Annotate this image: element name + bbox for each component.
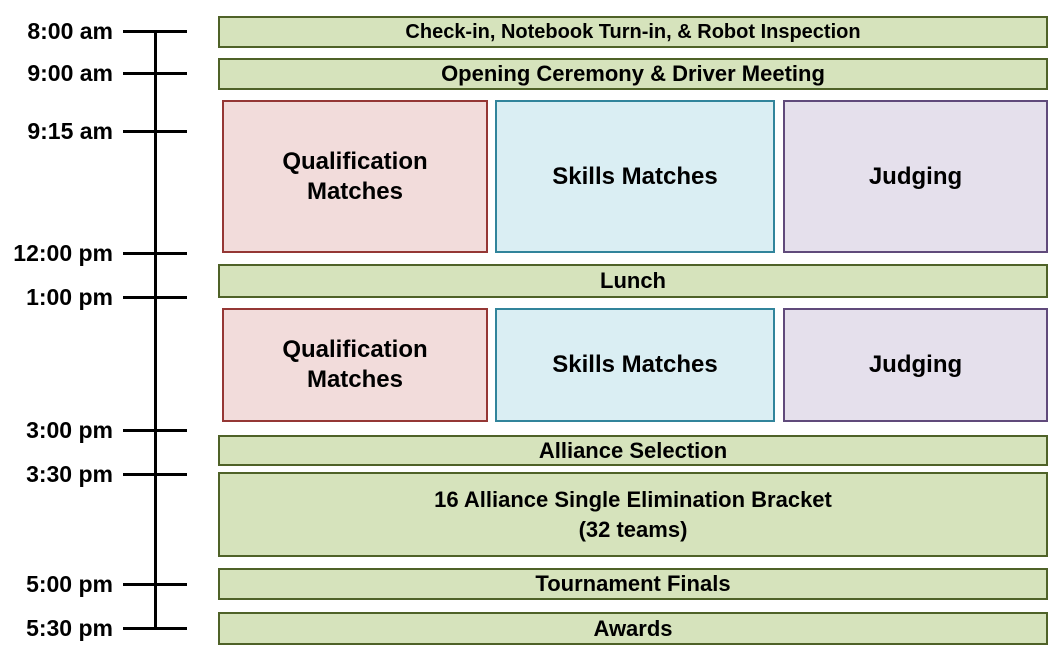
time-label-5-00-pm: 5:00 pm: [26, 571, 113, 597]
time-label-9-15-am: 9:15 am: [27, 118, 113, 144]
time-label-12-00-pm: 12:00 pm: [13, 240, 113, 266]
timeline-tick: [123, 130, 187, 133]
block-alliance-selection: Alliance Selection: [218, 435, 1048, 466]
time-label-3-00-pm: 3:00 pm: [26, 417, 113, 443]
timeline-tick: [123, 429, 187, 432]
block-afternoon-qualification-matches: Qualification Matches: [222, 308, 488, 422]
bracket-line2: (32 teams): [578, 516, 688, 542]
time-label-8-00-am: 8:00 am: [27, 18, 113, 44]
block-morning-judging: Judging: [783, 100, 1048, 253]
block-afternoon-skills-matches: Skills Matches: [495, 308, 775, 422]
timeline-tick: [123, 72, 187, 75]
block-checkin: Check-in, Notebook Turn-in, & Robot Insp…: [218, 16, 1048, 48]
block-morning-skills-matches: Skills Matches: [495, 100, 775, 253]
timeline-tick: [123, 583, 187, 586]
block-label: Qualification Matches: [282, 336, 428, 393]
time-label-5-30-pm: 5:30 pm: [26, 615, 113, 641]
bracket-text: 16 Alliance Single Elimination Bracket (…: [434, 485, 832, 544]
block-tournament-finals: Tournament Finals: [218, 568, 1048, 600]
block-afternoon-judging: Judging: [783, 308, 1048, 422]
timeline-tick: [123, 627, 187, 630]
block-lunch: Lunch: [218, 264, 1048, 298]
time-label-1-00-pm: 1:00 pm: [26, 284, 113, 310]
timeline-axis: [154, 30, 157, 630]
block-elimination-bracket: 16 Alliance Single Elimination Bracket (…: [218, 472, 1048, 557]
timeline-tick: [123, 252, 187, 255]
bracket-line1: 16 Alliance Single Elimination Bracket: [434, 486, 832, 512]
timeline-tick: [123, 296, 187, 299]
time-label-3-30-pm: 3:30 pm: [26, 461, 113, 487]
time-label-9-00-am: 9:00 am: [27, 60, 113, 86]
block-morning-qualification-matches: Qualification Matches: [222, 100, 488, 253]
block-opening-ceremony: Opening Ceremony & Driver Meeting: [218, 58, 1048, 90]
block-label: Qualification Matches: [282, 147, 428, 205]
timeline-tick: [123, 30, 187, 33]
timeline-tick: [123, 473, 187, 476]
block-awards: Awards: [218, 612, 1048, 645]
